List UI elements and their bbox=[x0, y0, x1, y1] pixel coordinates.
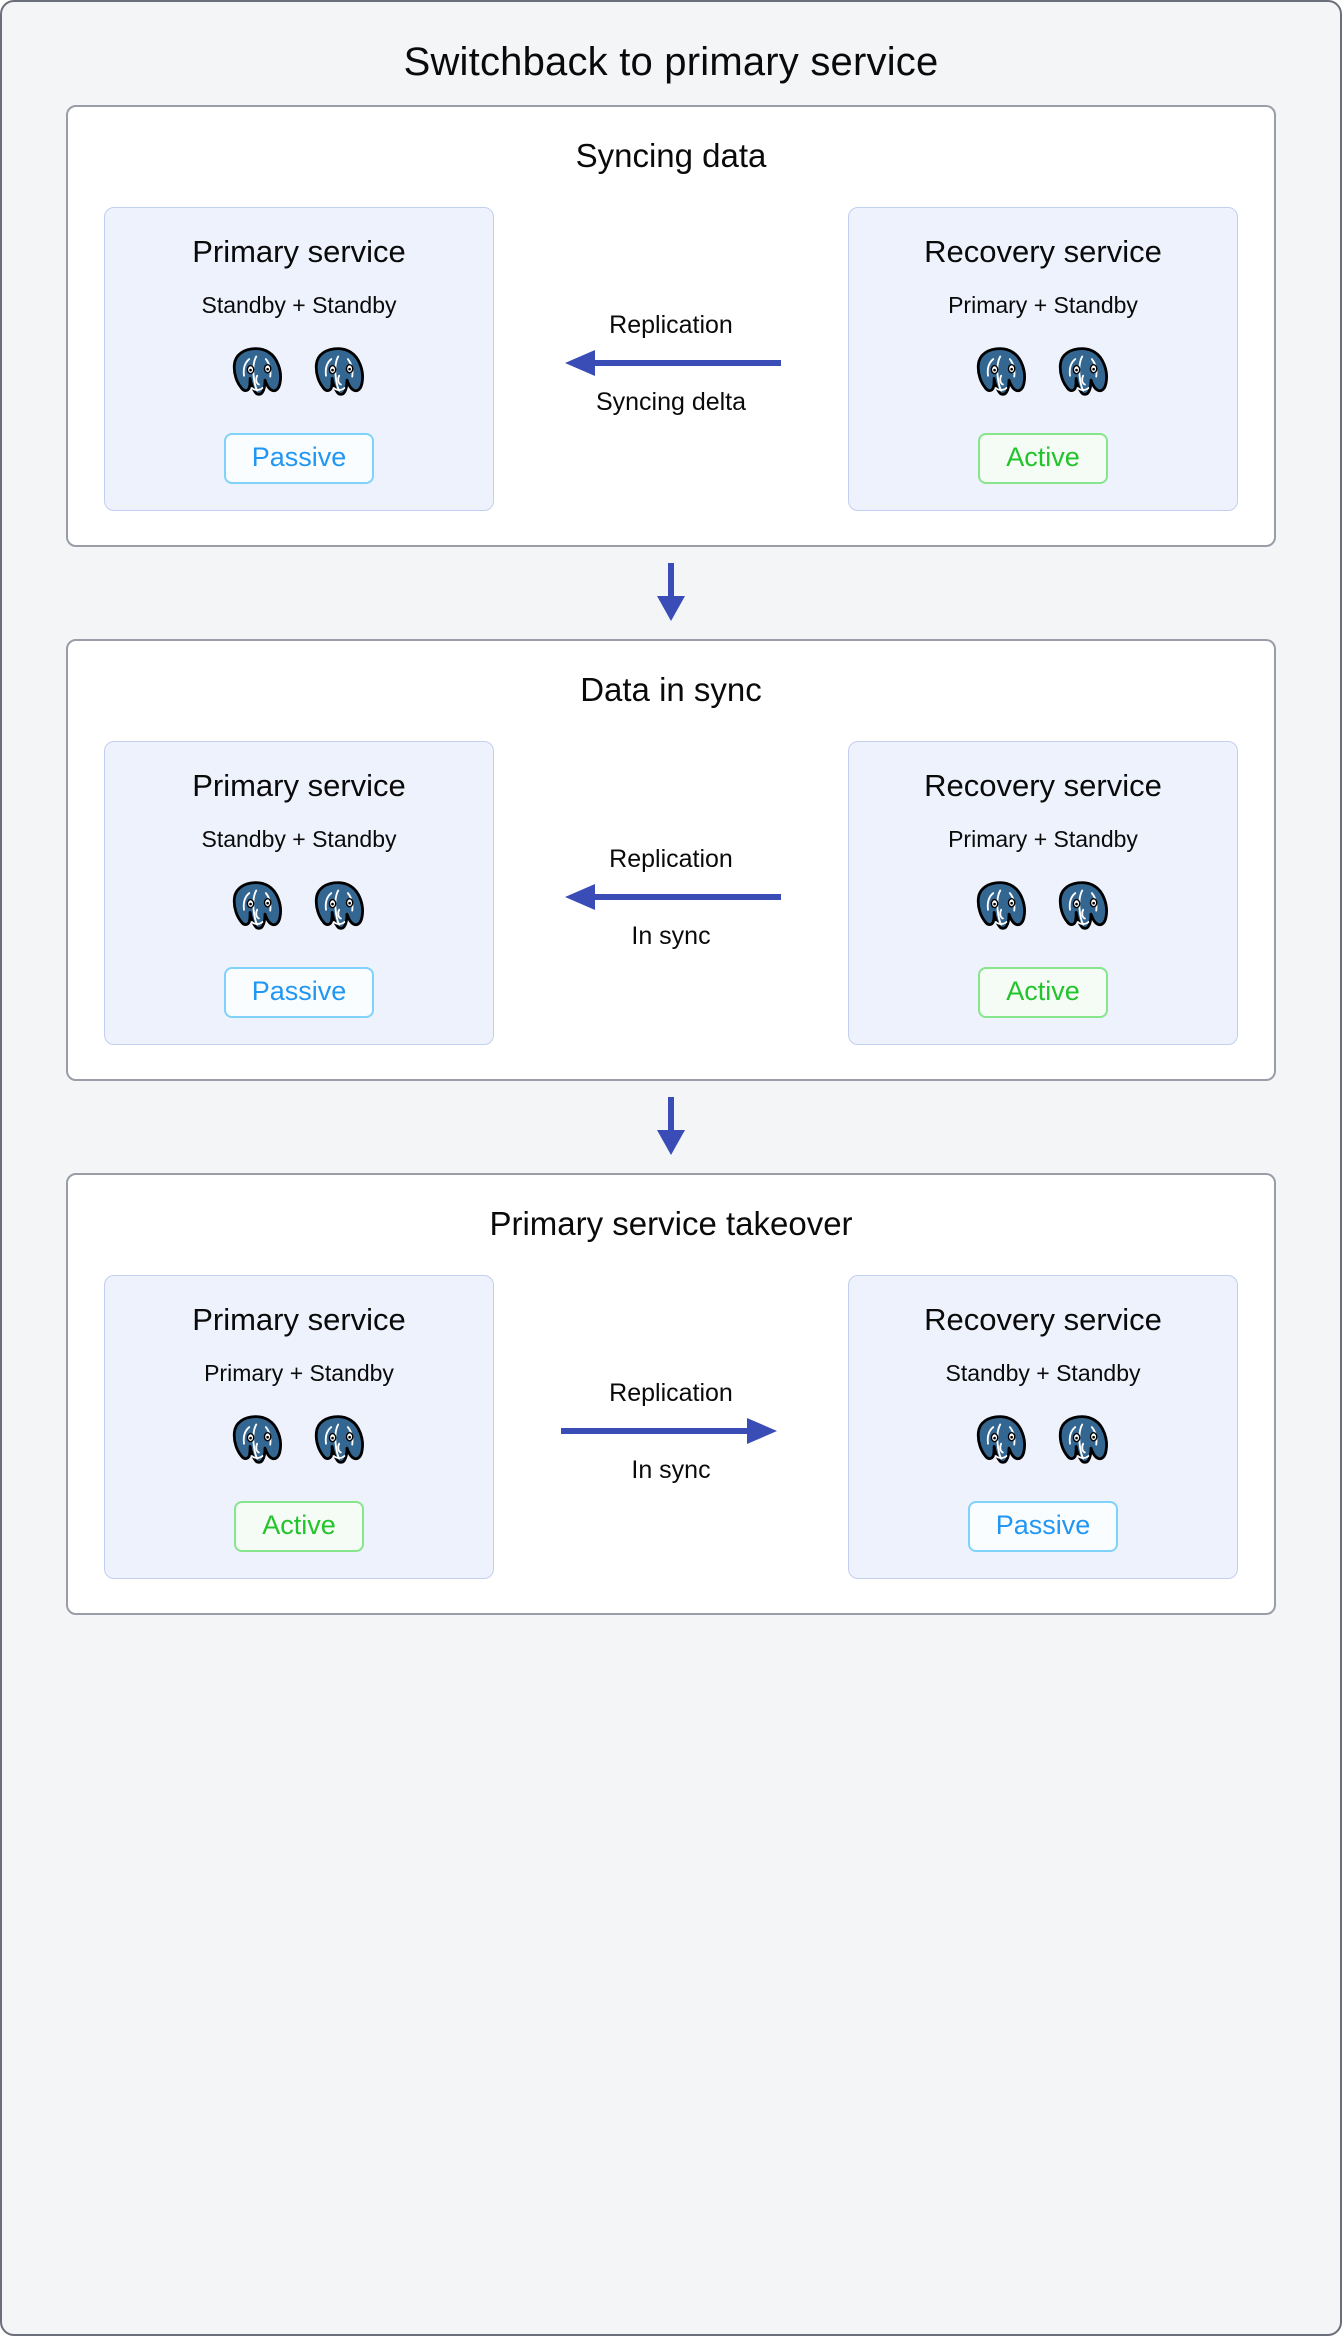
stage-body: Primary service Standby + Standby bbox=[68, 207, 1274, 512]
service-name: Primary service bbox=[192, 768, 406, 804]
database-node-row bbox=[230, 1413, 368, 1471]
postgresql-elephant-icon bbox=[232, 347, 282, 396]
service-name: Primary service bbox=[192, 234, 406, 269]
service-card-recovery-service: Recovery service Standby + Standby bbox=[848, 1275, 1238, 1580]
replication-label-top: Replication bbox=[609, 845, 733, 874]
replication-link: Replication In sync bbox=[494, 741, 848, 1045]
service-name: Recovery service bbox=[924, 1302, 1162, 1338]
service-roles: Standby + Standby bbox=[945, 1360, 1141, 1387]
postgresql-elephant-icon bbox=[1058, 347, 1108, 396]
arrow-down-icon bbox=[657, 563, 685, 622]
service-name: Primary service bbox=[192, 1302, 406, 1338]
stage-title: Primary service takeover bbox=[489, 1205, 853, 1243]
postgresql-elephant-icon bbox=[314, 1415, 364, 1464]
replication-label-top: Replication bbox=[609, 311, 733, 340]
postgresql-elephant-icon bbox=[314, 347, 364, 396]
page-title: Switchback to primary service bbox=[403, 40, 939, 84]
replication-label-top: Replication bbox=[609, 1379, 733, 1408]
status-badge: Passive bbox=[223, 433, 375, 485]
arrow-left-icon bbox=[565, 350, 781, 377]
status-badge: Active bbox=[978, 967, 1108, 1019]
replication-link: Replication In sync bbox=[494, 1275, 848, 1579]
database-node-row bbox=[230, 345, 368, 403]
service-card-recovery-service: Recovery service Primary + Standby bbox=[848, 741, 1238, 1046]
arrow-down-icon bbox=[657, 1097, 685, 1156]
stage-panel-primary-service-takeover: Primary service takeover Primary service… bbox=[66, 1173, 1276, 1616]
stage-wrapper-data-in-sync: Data in sync Primary service Standby + S… bbox=[2, 639, 1340, 1082]
status-badge: Passive bbox=[967, 1501, 1119, 1553]
stage-panel-data-in-sync: Data in sync Primary service Standby + S… bbox=[66, 639, 1276, 1082]
arrow-right-icon bbox=[561, 1418, 777, 1445]
arrow-left-icon bbox=[565, 884, 781, 911]
replication-label-bottom: In sync bbox=[631, 1456, 711, 1485]
replication-label-bottom: Syncing delta bbox=[595, 388, 747, 417]
service-roles: Standby + Standby bbox=[201, 292, 397, 318]
stage-connector-0 bbox=[2, 547, 1340, 639]
database-node-row bbox=[974, 879, 1112, 937]
stage-connector-1 bbox=[2, 1081, 1340, 1173]
postgresql-elephant-icon bbox=[1058, 1415, 1108, 1464]
postgresql-elephant-icon bbox=[232, 1415, 282, 1464]
postgresql-elephant-icon bbox=[976, 347, 1026, 396]
bottom-spacer bbox=[2, 1615, 1340, 1693]
stage-title: Syncing data bbox=[575, 137, 767, 174]
postgresql-elephant-icon bbox=[976, 1415, 1026, 1464]
stage-title: Data in sync bbox=[580, 671, 762, 709]
service-card-primary-service: Primary service Primary + Standby bbox=[104, 1275, 494, 1580]
service-name: Recovery service bbox=[924, 768, 1162, 804]
stage-wrapper-syncing-data: Syncing data Primary service Standby + S… bbox=[2, 105, 1340, 548]
postgresql-elephant-icon bbox=[314, 881, 364, 930]
status-badge: Active bbox=[978, 433, 1108, 485]
service-roles: Standby + Standby bbox=[201, 826, 397, 853]
postgresql-elephant-icon bbox=[1058, 881, 1108, 930]
database-node-row bbox=[230, 879, 368, 937]
service-roles: Primary + Standby bbox=[948, 826, 1138, 853]
stage-body: Primary service Primary + Standby bbox=[68, 1275, 1274, 1580]
stage-panel-syncing-data: Syncing data Primary service Standby + S… bbox=[66, 105, 1276, 548]
database-node-row bbox=[974, 1413, 1112, 1471]
status-badge: Active bbox=[234, 1501, 364, 1553]
database-node-row bbox=[974, 345, 1112, 403]
service-name: Recovery service bbox=[924, 234, 1162, 269]
status-badge: Passive bbox=[223, 967, 375, 1019]
service-roles: Primary + Standby bbox=[948, 292, 1138, 318]
stage-body: Primary service Standby + Standby bbox=[68, 741, 1274, 1046]
service-roles: Primary + Standby bbox=[204, 1360, 394, 1387]
postgresql-elephant-icon bbox=[232, 881, 282, 930]
postgresql-elephant-icon bbox=[976, 881, 1026, 930]
service-card-primary-service: Primary service Standby + Standby bbox=[104, 207, 494, 512]
replication-label-bottom: In sync bbox=[631, 922, 711, 951]
replication-link: Replication Syncing delta bbox=[494, 207, 848, 511]
service-card-recovery-service: Recovery service Primary + Standby bbox=[848, 207, 1238, 512]
service-card-primary-service: Primary service Standby + Standby bbox=[104, 741, 494, 1046]
stage-wrapper-primary-service-takeover: Primary service takeover Primary service… bbox=[2, 1173, 1340, 1616]
